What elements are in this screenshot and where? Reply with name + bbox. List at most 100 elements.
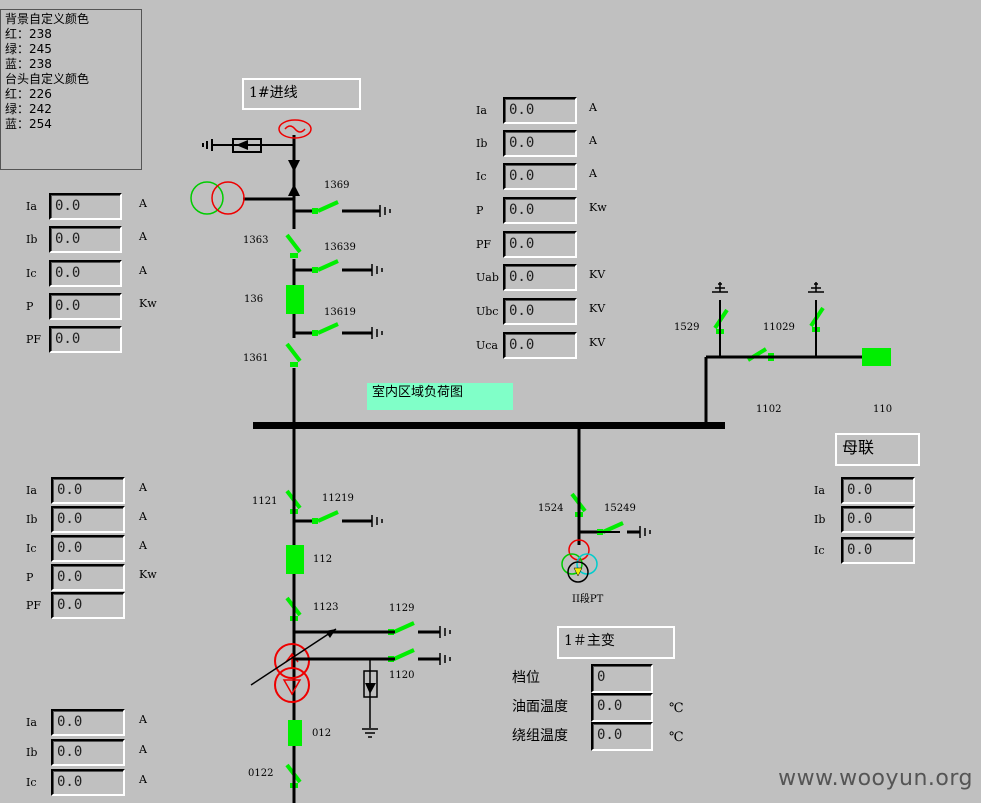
transformer-winding-top-icon[interactable] <box>274 643 310 679</box>
transformer-label-2: 绕组温度 <box>512 728 568 744</box>
label-012: 012 <box>312 728 332 739</box>
feeder-value-ia: 0.0 <box>51 477 125 504</box>
bus-tie-label-ia: Ia <box>814 484 825 497</box>
incoming-value-ib: 0.0 <box>49 226 122 253</box>
center-value-ia: 0.0 <box>503 97 577 124</box>
transformer-value-2: 0.0 <box>591 722 653 751</box>
switch-11219[interactable] <box>294 510 383 527</box>
label-11029: 11029 <box>763 322 795 333</box>
center-unit-ib: A <box>589 134 597 147</box>
switch-1361[interactable] <box>285 338 302 368</box>
incoming-value-p: 0.0 <box>49 293 122 320</box>
low-side-value-ia: 0.0 <box>51 709 125 736</box>
pt-winding-black-icon[interactable] <box>567 561 589 583</box>
bus-tie-value-ib: 0.0 <box>841 506 915 533</box>
feeder-value-p: 0.0 <box>51 564 125 591</box>
feeder-unit-ib: A <box>139 510 147 523</box>
tap-changer-arrow <box>250 628 337 686</box>
center-value-ubc: 0.0 <box>503 298 577 325</box>
pt-winding-green-icon[interactable] <box>561 553 583 575</box>
feeder-value-pf: 0.0 <box>51 592 125 619</box>
label-1524: 1524 <box>538 503 564 514</box>
head-red-value: 红：226 <box>5 87 52 101</box>
ground-icon-1529 <box>712 282 728 293</box>
label-13639: 13639 <box>324 242 356 253</box>
switch-1129[interactable] <box>370 621 451 638</box>
incoming-label-pf: PF <box>26 333 42 346</box>
switch-13619[interactable] <box>294 322 383 339</box>
label-136: 136 <box>244 294 264 305</box>
switch-13639[interactable] <box>294 259 383 276</box>
label-112: 112 <box>313 554 333 565</box>
center-unit-uca: KV <box>589 336 606 349</box>
center-value-p: 0.0 <box>503 197 577 224</box>
label-pt: II段PT <box>572 594 604 605</box>
breaker-136[interactable] <box>286 285 304 314</box>
center-label-p: P <box>476 204 484 217</box>
breaker-112[interactable] <box>286 545 304 574</box>
main-busbar <box>253 422 725 429</box>
bus-tie-value-ic: 0.0 <box>841 537 915 564</box>
feeder-label-ib: Ib <box>26 513 38 526</box>
transformer-unit-1: ℃ <box>669 701 684 716</box>
low-side-unit-ia: A <box>139 713 147 726</box>
label-0122: 0122 <box>248 768 274 779</box>
label-1123: 1123 <box>313 602 339 613</box>
incoming-label-ic: Ic <box>26 267 37 280</box>
center-unit-uab: KV <box>589 268 606 281</box>
head-green-value: 绿：242 <box>5 102 52 116</box>
feeder-label-pf: PF <box>26 599 42 612</box>
feeder-unit-p: Kw <box>139 568 157 581</box>
label-1363: 1363 <box>243 235 269 246</box>
transformer-winding-bottom-icon[interactable] <box>274 667 310 703</box>
low-side-value-ib: 0.0 <box>51 739 125 766</box>
breaker-012[interactable] <box>288 720 302 746</box>
bus-tie-title: 母联 <box>835 433 920 466</box>
label-1102: 1102 <box>756 404 782 415</box>
neutral-arrester-icon[interactable] <box>363 670 378 698</box>
breaker-110[interactable] <box>862 348 891 366</box>
color-info-panel: 背景自定义颜色 红：238 绿：245 蓝：238 台头自定义颜色 红：226 … <box>0 9 142 170</box>
feeder-value-ib: 0.0 <box>51 506 125 533</box>
watermark: www.wooyun.org <box>778 766 973 791</box>
center-label-ia: Ia <box>476 104 487 117</box>
center-value-ib: 0.0 <box>503 130 577 157</box>
switch-1369[interactable] <box>294 200 391 217</box>
label-11219: 11219 <box>322 493 354 504</box>
vt-winding-green-icon[interactable] <box>190 181 224 215</box>
low-side-unit-ib: A <box>139 743 147 756</box>
center-value-uca: 0.0 <box>503 332 577 359</box>
switch-1120[interactable] <box>370 648 451 665</box>
ac-source-icon[interactable] <box>278 119 312 139</box>
bg-green-value: 绿：245 <box>5 42 52 56</box>
head-blue-value: 蓝：254 <box>5 117 52 131</box>
feeder-unit-ia: A <box>139 481 147 494</box>
up-arrow-icon <box>288 184 300 196</box>
center-label-uab: Uab <box>476 271 499 284</box>
label-1129: 1129 <box>389 603 415 614</box>
head-color-title: 台头自定义颜色 <box>5 72 90 86</box>
label-1120: 1120 <box>389 670 415 681</box>
center-label-uca: Uca <box>476 339 498 352</box>
arrester-icon[interactable] <box>232 138 262 153</box>
feeder-label-ic: Ic <box>26 542 37 555</box>
center-value-pf: 0.0 <box>503 231 577 258</box>
feeder-label-ia: Ia <box>26 484 37 497</box>
transformer-value-0: 0 <box>591 664 653 693</box>
incoming-unit-ic: A <box>139 264 147 277</box>
load-map-button[interactable]: 室内区域负荷图 <box>367 383 513 410</box>
label-1121: 1121 <box>252 496 278 507</box>
switch-1363[interactable] <box>285 229 302 259</box>
label-1369: 1369 <box>324 180 350 191</box>
switch-15249[interactable] <box>579 521 651 538</box>
pt-winding-cyan-icon[interactable] <box>576 553 598 575</box>
label-1529: 1529 <box>674 322 700 333</box>
label-15249: 15249 <box>604 503 636 514</box>
low-side-label-ic: Ic <box>26 776 37 789</box>
incoming-value-ia: 0.0 <box>49 193 122 220</box>
feeder-value-ic: 0.0 <box>51 535 125 562</box>
vt-winding-red-icon[interactable] <box>211 181 245 215</box>
pt-winding-red-icon[interactable] <box>568 539 590 561</box>
center-unit-ia: A <box>589 101 597 114</box>
